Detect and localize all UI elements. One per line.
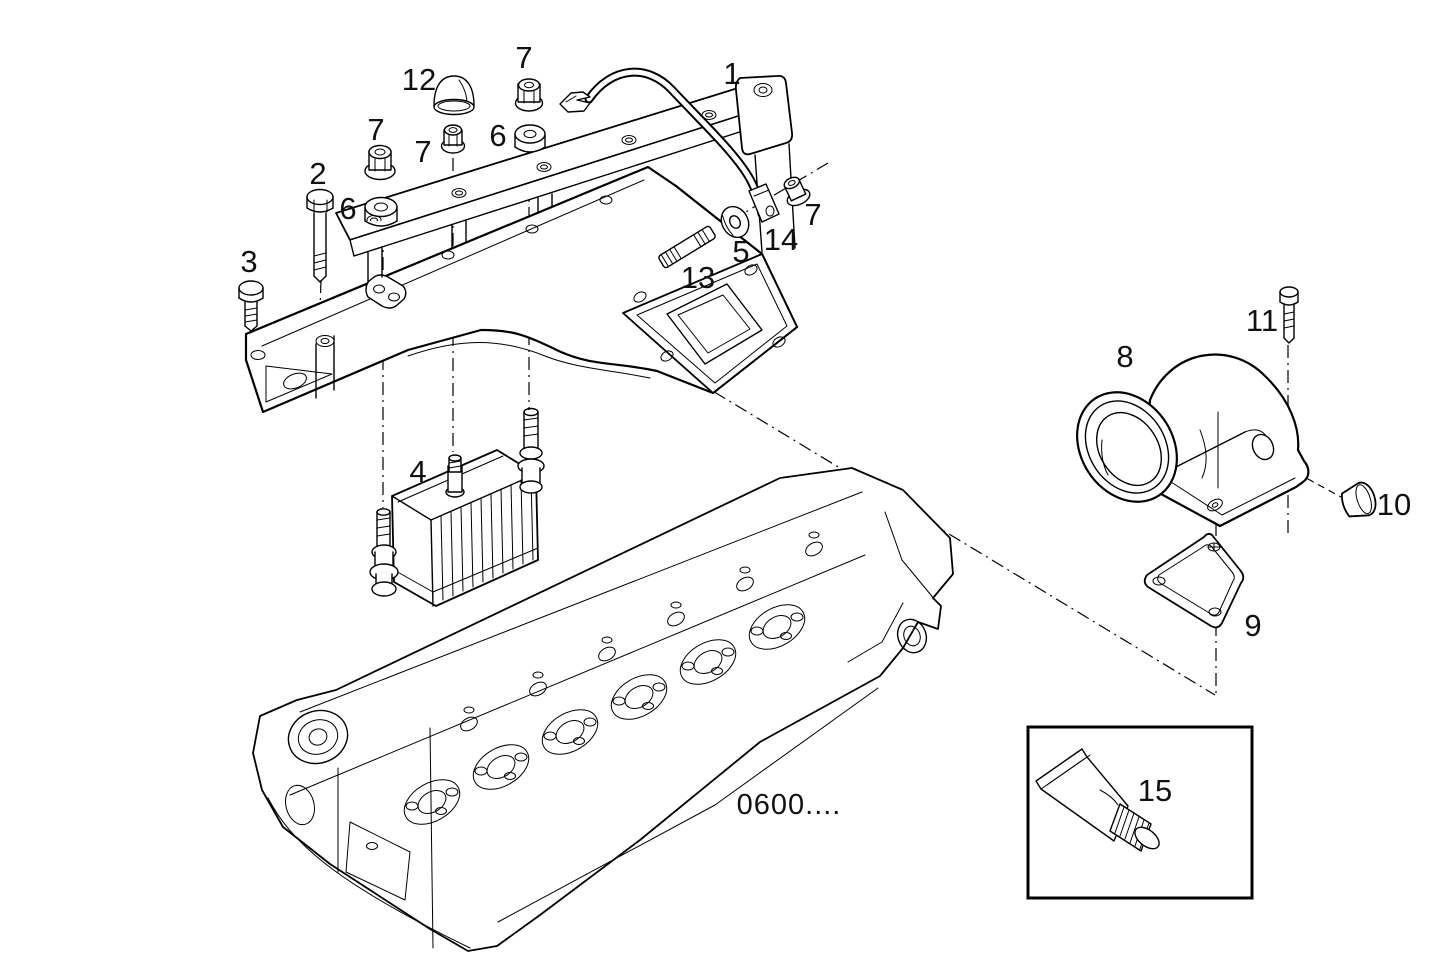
part-7-nut-center	[440, 124, 466, 154]
part-13-stud	[658, 225, 716, 269]
callout-12[interactable]: 12	[402, 62, 436, 97]
reference-label-0600: 0600....	[737, 789, 842, 821]
callout-6-right[interactable]: 6	[489, 118, 506, 153]
manifold-port-flange	[622, 253, 798, 394]
cable-fork-terminal	[559, 91, 591, 113]
callout-8[interactable]: 8	[1116, 339, 1133, 374]
part-2-bolt	[306, 188, 334, 283]
callout-7-center[interactable]: 7	[414, 134, 431, 169]
callout-1[interactable]: 1	[723, 56, 740, 91]
callout-7-left[interactable]: 7	[367, 112, 384, 147]
sealant-box-frame	[1026, 725, 1254, 900]
part-11-bolt	[1279, 286, 1299, 344]
part-10-plug	[1341, 481, 1377, 518]
part-6-washer-left	[364, 196, 398, 227]
callout-5[interactable]: 5	[732, 234, 749, 269]
callout-15[interactable]: 15	[1138, 773, 1172, 808]
heater-fins	[440, 475, 534, 601]
cable-ring-terminal	[748, 183, 780, 223]
injector-clusters	[403, 604, 806, 825]
cylinder-head-drawing	[252, 467, 954, 952]
part-6-washer-right	[514, 124, 546, 153]
heater-stud-left	[369, 508, 399, 597]
callout-7-right[interactable]: 7	[804, 197, 821, 232]
part-3-bolt	[238, 280, 264, 332]
head-bolt-holes	[366, 632, 792, 850]
callout-11[interactable]: 11	[1246, 303, 1278, 338]
callout-4[interactable]: 4	[409, 454, 426, 489]
part-12-cap	[433, 75, 475, 116]
part-1-intake-manifold	[244, 74, 799, 414]
callout-13[interactable]: 13	[681, 260, 715, 295]
callout-7-top[interactable]: 7	[515, 40, 532, 75]
plug-leader	[1296, 472, 1342, 498]
part-15-sealant	[1026, 725, 1254, 900]
part-7-nut-top	[514, 78, 544, 112]
callout-9[interactable]: 9	[1244, 608, 1261, 643]
sealant-tube	[1035, 748, 1160, 852]
part-8-intake-elbow	[1076, 353, 1310, 528]
callout-2[interactable]: 2	[309, 156, 326, 191]
heater-stud-middle	[445, 454, 465, 498]
part-9-gasket	[1143, 532, 1245, 629]
part-7-nut-right	[783, 176, 811, 207]
heater-stud-right	[517, 407, 545, 494]
part-7-nut-left	[364, 144, 396, 181]
part-4-grid-heater	[369, 407, 545, 607]
part-14-heater-cable	[559, 67, 780, 223]
callout-10[interactable]: 10	[1377, 487, 1411, 522]
part-5-washer	[720, 205, 750, 239]
callout-6-left[interactable]: 6	[339, 191, 356, 226]
callout-14[interactable]: 14	[764, 222, 798, 257]
callout-3[interactable]: 3	[240, 244, 257, 279]
rocker-towers	[460, 531, 823, 732]
